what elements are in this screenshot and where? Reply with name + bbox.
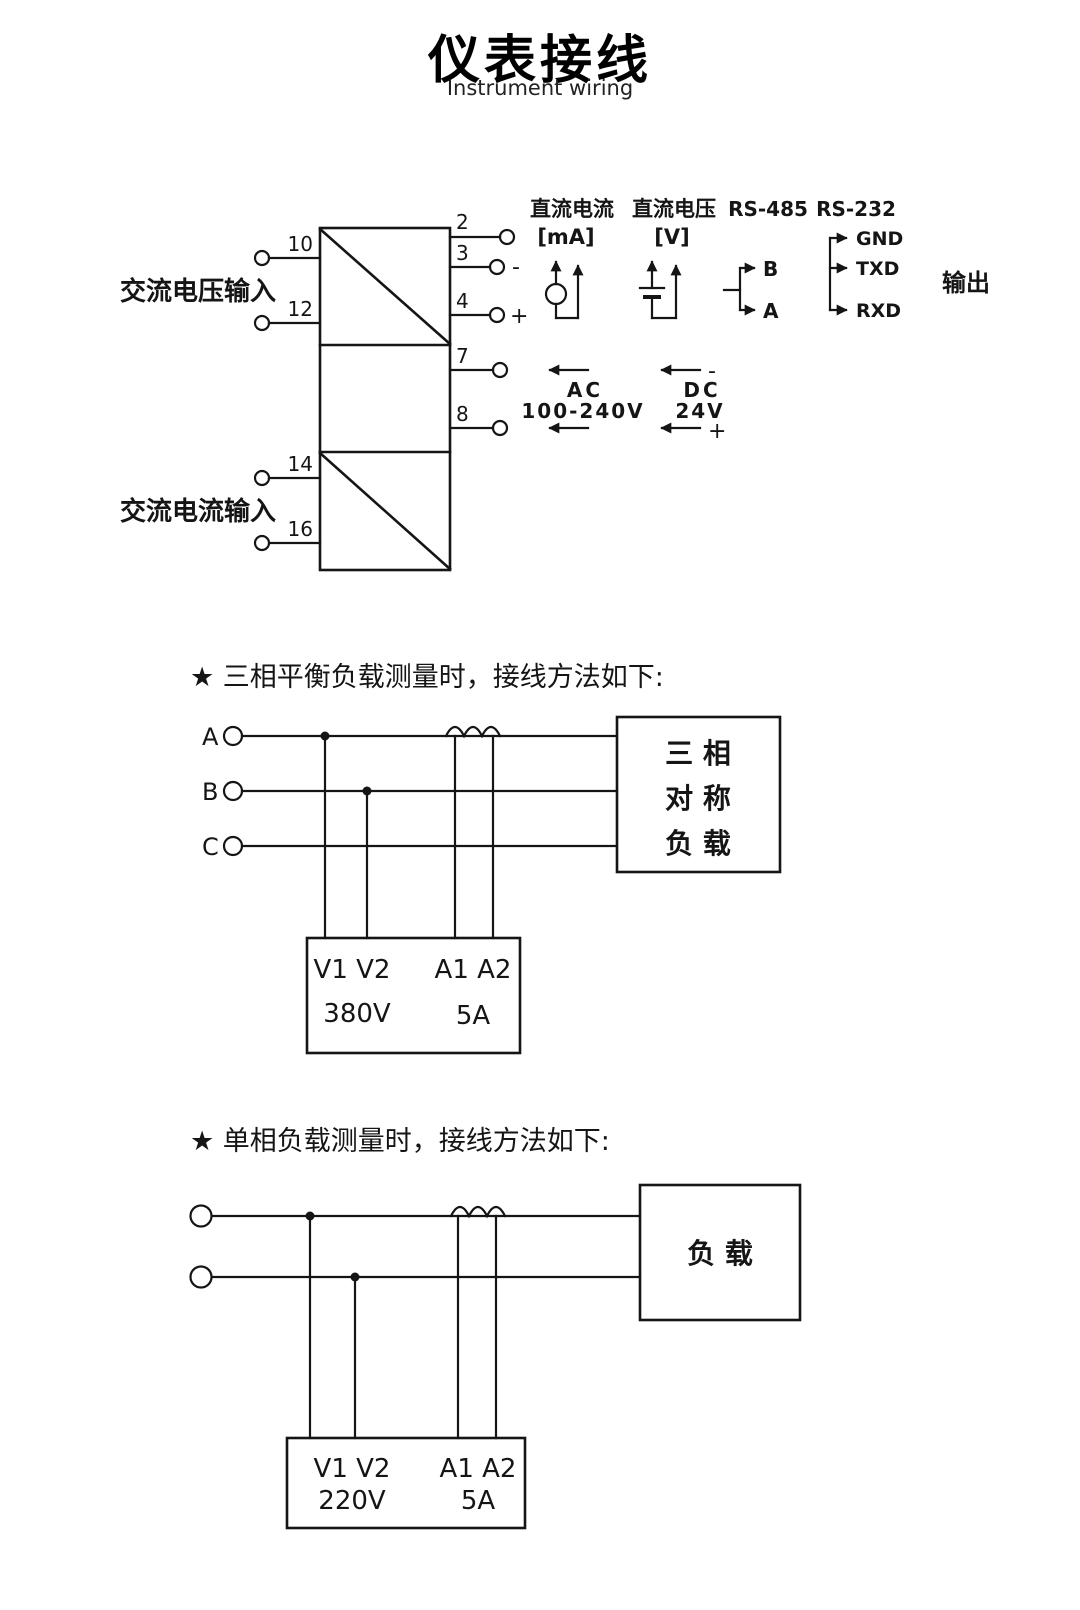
meter-current-rating: 5A	[461, 1486, 496, 1516]
junction-dot	[305, 1211, 315, 1221]
instrument-block-outline	[318, 226, 452, 572]
neutral-terminal	[189, 1265, 213, 1289]
load-box-line-3: 负 载	[665, 827, 731, 860]
rs232-txd-label: TXD	[856, 258, 899, 280]
three-phase-heading: ★ 三相平衡负载测量时，接线方法如下:	[190, 662, 664, 693]
left-terminals	[253, 249, 322, 552]
instrument-block	[318, 226, 452, 572]
rs232-label: RS-232	[816, 197, 896, 221]
three-phase-meter-box	[305, 936, 522, 1055]
terminal-number-7: 7	[456, 344, 469, 368]
right-terminals	[448, 228, 516, 437]
line-terminal	[189, 1204, 213, 1228]
terminal-circle-7	[491, 361, 509, 379]
page-title: 仪表接线	[427, 31, 652, 91]
power-ac-range: 100-240V	[521, 399, 644, 423]
ac-voltage-input-label: 交流电压输入	[120, 276, 276, 307]
meter-current-rating: 5A	[456, 1001, 491, 1031]
terminal-circle-16	[253, 534, 271, 552]
rs485-label: RS-485	[728, 197, 808, 221]
ac-current-input-label: 交流电流输入	[120, 496, 276, 527]
terminal-number-3: 3	[456, 241, 469, 265]
meter-voltage-terminals: V1 V2	[314, 1454, 391, 1484]
load-box-line-2: 对 称	[665, 782, 731, 815]
terminal-circle-3	[488, 258, 506, 276]
power-dc-label: DC	[683, 378, 720, 402]
three-phase-load-box	[615, 715, 782, 874]
power-dc-value: 24V	[675, 399, 724, 423]
terminal-number-8: 8	[456, 402, 469, 426]
meter-voltage-rating: 380V	[323, 999, 391, 1029]
junction-dot	[320, 731, 330, 741]
phase-b-terminal	[222, 780, 244, 802]
rs485-a-label: A	[763, 299, 779, 323]
terminal-number-16: 16	[288, 517, 313, 541]
rs485-symbol	[722, 262, 756, 316]
dc-voltage-unit: [V]	[654, 225, 689, 249]
load-box-line-1: 三 相	[665, 737, 731, 770]
dc-current-source-symbol	[544, 260, 584, 320]
terminal-circle-14	[253, 469, 271, 487]
power-dc-minus-sign: -	[708, 359, 716, 384]
terminal-circle-8	[491, 419, 509, 437]
phase-b-label: B	[202, 778, 218, 806]
terminal-number-14: 14	[288, 452, 313, 476]
terminal-circle-12	[253, 314, 271, 332]
dc-voltage-label: 直流电压	[632, 197, 716, 221]
terminal-circle-10	[253, 249, 271, 267]
dc-current-label: 直流电流	[530, 197, 614, 221]
terminal-circle-2	[498, 228, 516, 246]
terminal-number-4: 4	[456, 289, 469, 313]
current-transformer-symbol	[444, 725, 502, 739]
rs485-b-label: B	[763, 257, 778, 281]
load-label: 负 载	[687, 1237, 753, 1270]
current-transformer-symbol	[449, 1205, 507, 1219]
single-phase-heading: ★ 单相负载测量时，接线方法如下:	[190, 1126, 610, 1157]
three-phase-wires	[222, 725, 619, 940]
terminal-number-2: 2	[456, 210, 469, 234]
rs232-symbol	[828, 232, 848, 316]
terminal-number-10: 10	[288, 232, 313, 256]
current-source-circle	[544, 282, 568, 306]
meter-current-terminals: A1 A2	[435, 955, 512, 985]
phase-a-label: A	[202, 723, 219, 751]
single-phase-load-box	[638, 1183, 802, 1322]
junction-dot	[350, 1272, 360, 1282]
meter-voltage-rating: 220V	[318, 1486, 386, 1516]
page-subtitle: Instrument wiring	[446, 76, 634, 100]
single-phase-meter-box	[285, 1436, 527, 1530]
phase-a-terminal	[222, 725, 244, 747]
terminal-circle-4	[488, 306, 506, 324]
power-ac-label: AC	[567, 378, 603, 402]
terminal-number-12: 12	[288, 297, 313, 321]
junction-dot	[362, 786, 372, 796]
rs232-rxd-label: RXD	[856, 300, 901, 322]
isolation-diagonal	[318, 451, 452, 571]
meter-voltage-terminals: V1 V2	[314, 955, 391, 985]
terminal-4-plus-sign: +	[510, 304, 528, 329]
dc-current-unit: [mA]	[537, 225, 594, 249]
phase-c-label: C	[202, 833, 219, 861]
rs232-gnd-label: GND	[856, 228, 903, 250]
meter-current-terminals: A1 A2	[440, 1454, 517, 1484]
phase-c-terminal	[222, 835, 244, 857]
single-phase-wires	[189, 1204, 642, 1440]
isolation-diagonal	[318, 227, 452, 346]
power-dc-plus-sign: +	[708, 419, 726, 444]
output-label: 输出	[942, 269, 990, 297]
dc-voltage-source-symbol	[638, 260, 682, 320]
terminal-3-minus-sign: -	[512, 255, 520, 280]
power-supply-annotation	[548, 364, 702, 434]
